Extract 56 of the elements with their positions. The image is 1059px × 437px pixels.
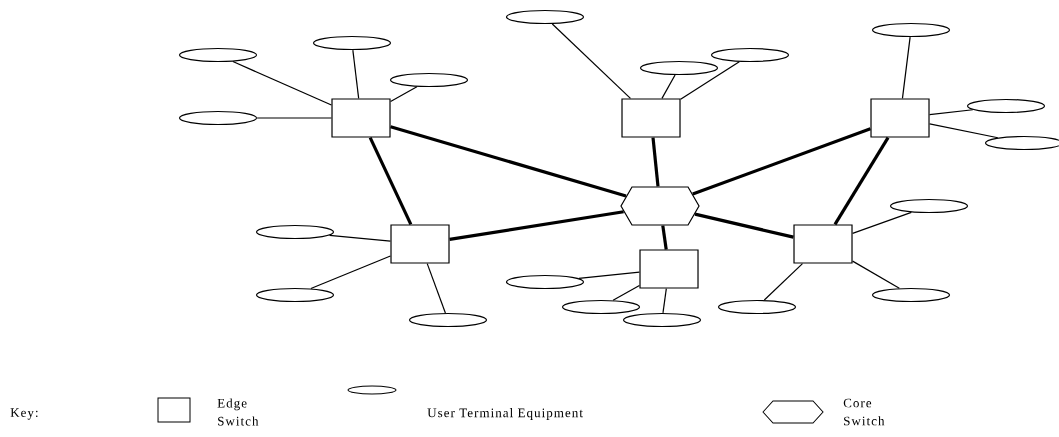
link-line: [390, 86, 418, 103]
terminal-ellipse: [889, 198, 969, 214]
trunk-line: [390, 125, 627, 198]
trunk-line: [449, 210, 624, 241]
edge-switch-box: [793, 224, 853, 264]
trunk-line: [833, 136, 890, 226]
terminal-ellipse: [505, 9, 585, 25]
legend-text: Core Switch: [843, 398, 885, 426]
link-line: [578, 271, 640, 280]
link-line: [551, 23, 632, 99]
terminal-ellipse: [639, 60, 719, 76]
terminal-ellipse: [622, 312, 702, 328]
terminal-ellipse: [710, 47, 790, 63]
link-line: [352, 49, 360, 99]
trunk-line: [692, 127, 871, 196]
terminal-ellipse: [561, 299, 641, 315]
edge-switch-box: [390, 224, 450, 264]
link-line: [680, 61, 740, 100]
link-line: [612, 284, 640, 301]
link-line: [426, 263, 446, 314]
link-line: [256, 117, 332, 119]
link-line: [852, 260, 900, 289]
terminal-ellipse: [255, 224, 335, 240]
legend-text: Edge Switch: [217, 398, 259, 426]
link-line: [852, 211, 912, 234]
trunk-line: [661, 225, 668, 250]
terminal-ellipse: [408, 312, 488, 328]
terminal-ellipse: [966, 98, 1046, 114]
link-line: [929, 123, 999, 139]
link-line: [310, 255, 391, 290]
trunk-line: [694, 212, 794, 239]
edge-switch-box: [621, 98, 681, 138]
terminal-ellipse: [178, 47, 258, 63]
link-line: [328, 234, 391, 242]
edge-switch-box: [870, 98, 930, 138]
core-switch-hexagon: [620, 186, 700, 226]
key-label: Key:: [10, 408, 38, 420]
terminal-ellipse: [717, 299, 797, 315]
link-line: [662, 288, 667, 314]
terminal-ellipse: [871, 22, 951, 38]
terminal-ellipse: [505, 274, 585, 290]
trunk-line: [651, 137, 660, 187]
terminal-ellipse: [178, 110, 258, 126]
trunk-line: [368, 136, 413, 226]
link-line: [763, 263, 804, 301]
link-line: [901, 36, 911, 99]
terminal-ellipse: [871, 287, 951, 303]
link-line: [232, 60, 332, 106]
terminal-ellipse: [255, 287, 335, 303]
edge-switch-box: [639, 249, 699, 289]
terminal-ellipse: [312, 35, 392, 51]
link-line: [929, 109, 974, 116]
link-line: [661, 74, 676, 99]
legend-text: User Terminal Equipment: [427, 408, 583, 420]
terminal-ellipse: [389, 72, 469, 88]
edge-switch-box: [331, 98, 391, 138]
